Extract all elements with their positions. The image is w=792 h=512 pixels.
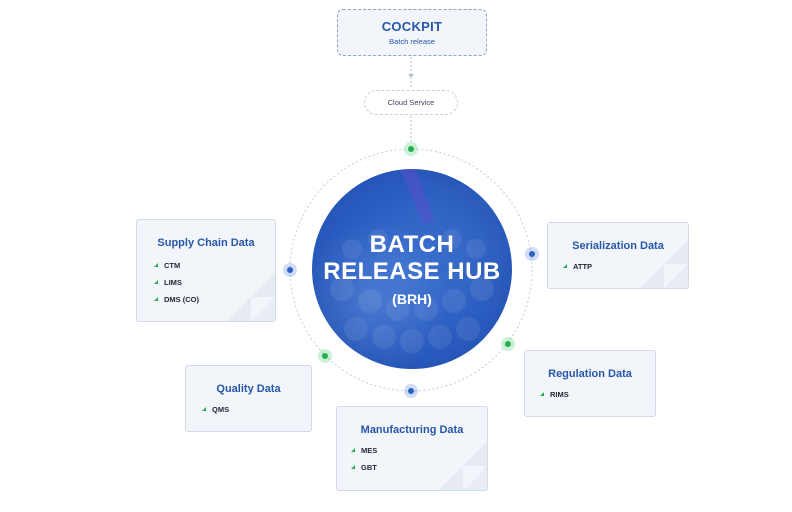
cockpit-box: COCKPIT Batch release <box>337 9 487 56</box>
manufacturing-card: Manufacturing Data MES GBT <box>336 406 488 491</box>
hub-title-line2: RELEASE HUB <box>323 258 501 285</box>
bullet-triangle-icon <box>154 297 158 301</box>
cockpit-subtitle: Batch release <box>389 37 435 46</box>
corner-pattern-icon <box>640 240 688 288</box>
corner-pattern-icon <box>439 442 487 490</box>
list-item: GBT <box>351 459 377 476</box>
blue-node-icon <box>404 384 418 398</box>
bullet-triangle-icon <box>202 407 206 411</box>
regulation-card: Regulation Data RIMS <box>524 350 656 417</box>
bullet-triangle-icon <box>351 465 355 469</box>
bullet-triangle-icon <box>154 280 158 284</box>
hub-title-line1: BATCH <box>369 231 455 258</box>
manufacturing-title: Manufacturing Data <box>360 424 464 436</box>
quality-card: Quality Data QMS <box>185 365 312 432</box>
green-node-icon <box>404 142 418 156</box>
bullet-triangle-icon <box>154 263 158 267</box>
list-item: CTM <box>154 257 199 274</box>
list-item: QMS <box>202 401 229 418</box>
blue-node-icon <box>283 263 297 277</box>
regulation-list: RIMS <box>540 386 569 403</box>
serialization-list: ATTP <box>563 258 592 275</box>
quality-list: QMS <box>202 401 229 418</box>
blue-node-icon <box>525 247 539 261</box>
cockpit-title: COCKPIT <box>381 19 443 34</box>
green-node-icon <box>318 349 332 363</box>
hub-texture <box>330 169 494 353</box>
corner-pattern-icon <box>227 273 275 321</box>
cloud-service-label: Cloud Service <box>387 98 435 107</box>
bullet-triangle-icon <box>563 264 567 268</box>
batch-release-hub: BATCH RELEASE HUB (BRH) <box>312 169 512 369</box>
supply-chain-list: CTM LIMS DMS (CO) <box>154 257 199 308</box>
list-item: LIMS <box>154 274 199 291</box>
supply-chain-title: Supply Chain Data <box>157 237 255 249</box>
regulation-title: Regulation Data <box>548 368 632 380</box>
list-item: ATTP <box>563 258 592 275</box>
green-node-icon <box>501 337 515 351</box>
list-item: DMS (CO) <box>154 291 199 308</box>
list-item: RIMS <box>540 386 569 403</box>
cloud-service-pill: Cloud Service <box>364 90 458 115</box>
bullet-triangle-icon <box>540 392 544 396</box>
serialization-title: Serialization Data <box>572 240 664 252</box>
manufacturing-list: MES GBT <box>351 442 377 476</box>
supply-chain-card: Supply Chain Data CTM LIMS DMS (CO) <box>136 219 276 322</box>
bullet-triangle-icon <box>351 448 355 452</box>
quality-title: Quality Data <box>216 383 281 395</box>
hub-abbreviation: (BRH) <box>392 291 432 307</box>
serialization-card: Serialization Data ATTP <box>547 222 689 289</box>
list-item: MES <box>351 442 377 459</box>
